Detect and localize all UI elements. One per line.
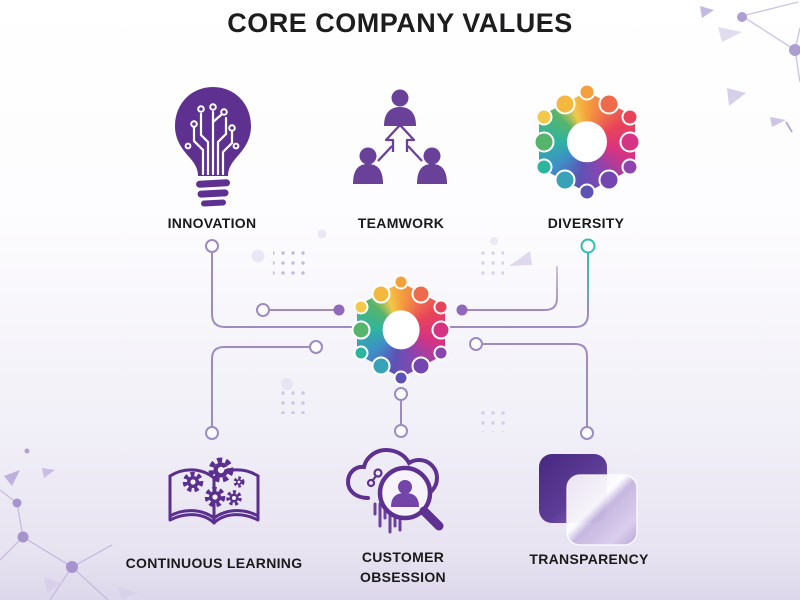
team-member-right xyxy=(417,147,447,184)
wheel-node xyxy=(433,345,449,361)
triangle-decoration xyxy=(509,251,532,266)
wheel-node xyxy=(393,370,409,386)
label-teamwork: TEAMWORK xyxy=(357,215,445,231)
wheel-node xyxy=(578,83,596,101)
label-continuous-learning: CONTINUOUS LEARNING xyxy=(125,555,303,571)
gear-tiny xyxy=(233,476,245,488)
magnifier-handle xyxy=(419,506,444,531)
lightbulb-circuit-icon xyxy=(175,87,251,207)
dot-grid-decorations xyxy=(273,248,510,432)
wheel-person xyxy=(533,131,555,153)
wheel-node xyxy=(393,274,409,290)
open-book xyxy=(168,468,260,525)
page-title: CORE COMPANY VALUES xyxy=(227,8,573,38)
gear-small xyxy=(226,490,242,506)
cloud-magnifier-user-icon xyxy=(345,447,444,534)
connector-lines xyxy=(211,251,589,428)
wheel-person xyxy=(411,356,431,376)
user-in-lens xyxy=(391,480,419,507)
wheel-node xyxy=(353,299,369,315)
wheel-person xyxy=(554,169,576,191)
wheel-node xyxy=(578,183,596,201)
up-arrow xyxy=(377,123,423,162)
label-innovation: INNOVATION xyxy=(167,215,257,231)
label-transparency: TRANSPARENCY xyxy=(529,551,649,567)
wheel-node xyxy=(621,108,639,126)
wheel-node xyxy=(535,108,553,126)
cloud-outline xyxy=(345,447,440,500)
magnifier xyxy=(377,465,444,531)
wheel-person xyxy=(371,284,391,304)
team-people-arrow-icon xyxy=(353,89,447,184)
leader-person xyxy=(384,89,416,126)
circuit-traces xyxy=(192,110,234,176)
node-above-continuous-learning xyxy=(205,426,219,440)
wheel-center xyxy=(567,121,607,163)
wheel-person xyxy=(619,131,641,153)
wheel-center xyxy=(382,310,420,350)
connector-nodes xyxy=(205,238,596,440)
node-above-customer-obsession xyxy=(394,424,408,438)
wheel-person xyxy=(598,169,620,191)
node-above-transparency xyxy=(580,426,594,440)
wheel-node xyxy=(621,158,639,176)
center-company-logo-wheel xyxy=(351,274,451,386)
filled-node-left xyxy=(333,304,345,316)
filled-node-right xyxy=(456,304,468,316)
gear-left xyxy=(182,471,204,493)
wheel-person xyxy=(351,320,371,340)
wheel-node xyxy=(535,158,553,176)
label-diversity: DIVERSITY xyxy=(547,215,625,231)
wheel-node xyxy=(433,299,449,315)
label-customer-obsession: CUSTOMER OBSESSION xyxy=(360,549,446,585)
bulb-base xyxy=(196,179,231,207)
wheel-person xyxy=(554,93,576,115)
gears xyxy=(182,457,245,508)
front-glass-square xyxy=(566,474,638,546)
network-mesh-decoration-top-right xyxy=(700,1,800,133)
open-book-gears-icon xyxy=(168,457,260,525)
diversity-wheel-icon xyxy=(533,83,641,201)
team-member-left xyxy=(353,147,383,184)
wheel-person xyxy=(431,320,451,340)
wheel-node xyxy=(353,345,369,361)
node-below-innovation xyxy=(205,239,219,253)
overlapping-glass-squares-icon xyxy=(539,454,638,546)
circuit-nodes xyxy=(184,103,240,150)
gear-large xyxy=(208,457,234,483)
node-below-diversity-teal xyxy=(580,238,596,254)
wheel-person xyxy=(598,93,620,115)
gear-bottom xyxy=(204,486,226,508)
network-mesh-decoration-bottom-left xyxy=(0,448,138,600)
wheel-person xyxy=(411,284,431,304)
wheel-person xyxy=(371,356,391,376)
molecule-dots xyxy=(366,468,383,488)
soft-blob-decorations xyxy=(251,229,498,390)
